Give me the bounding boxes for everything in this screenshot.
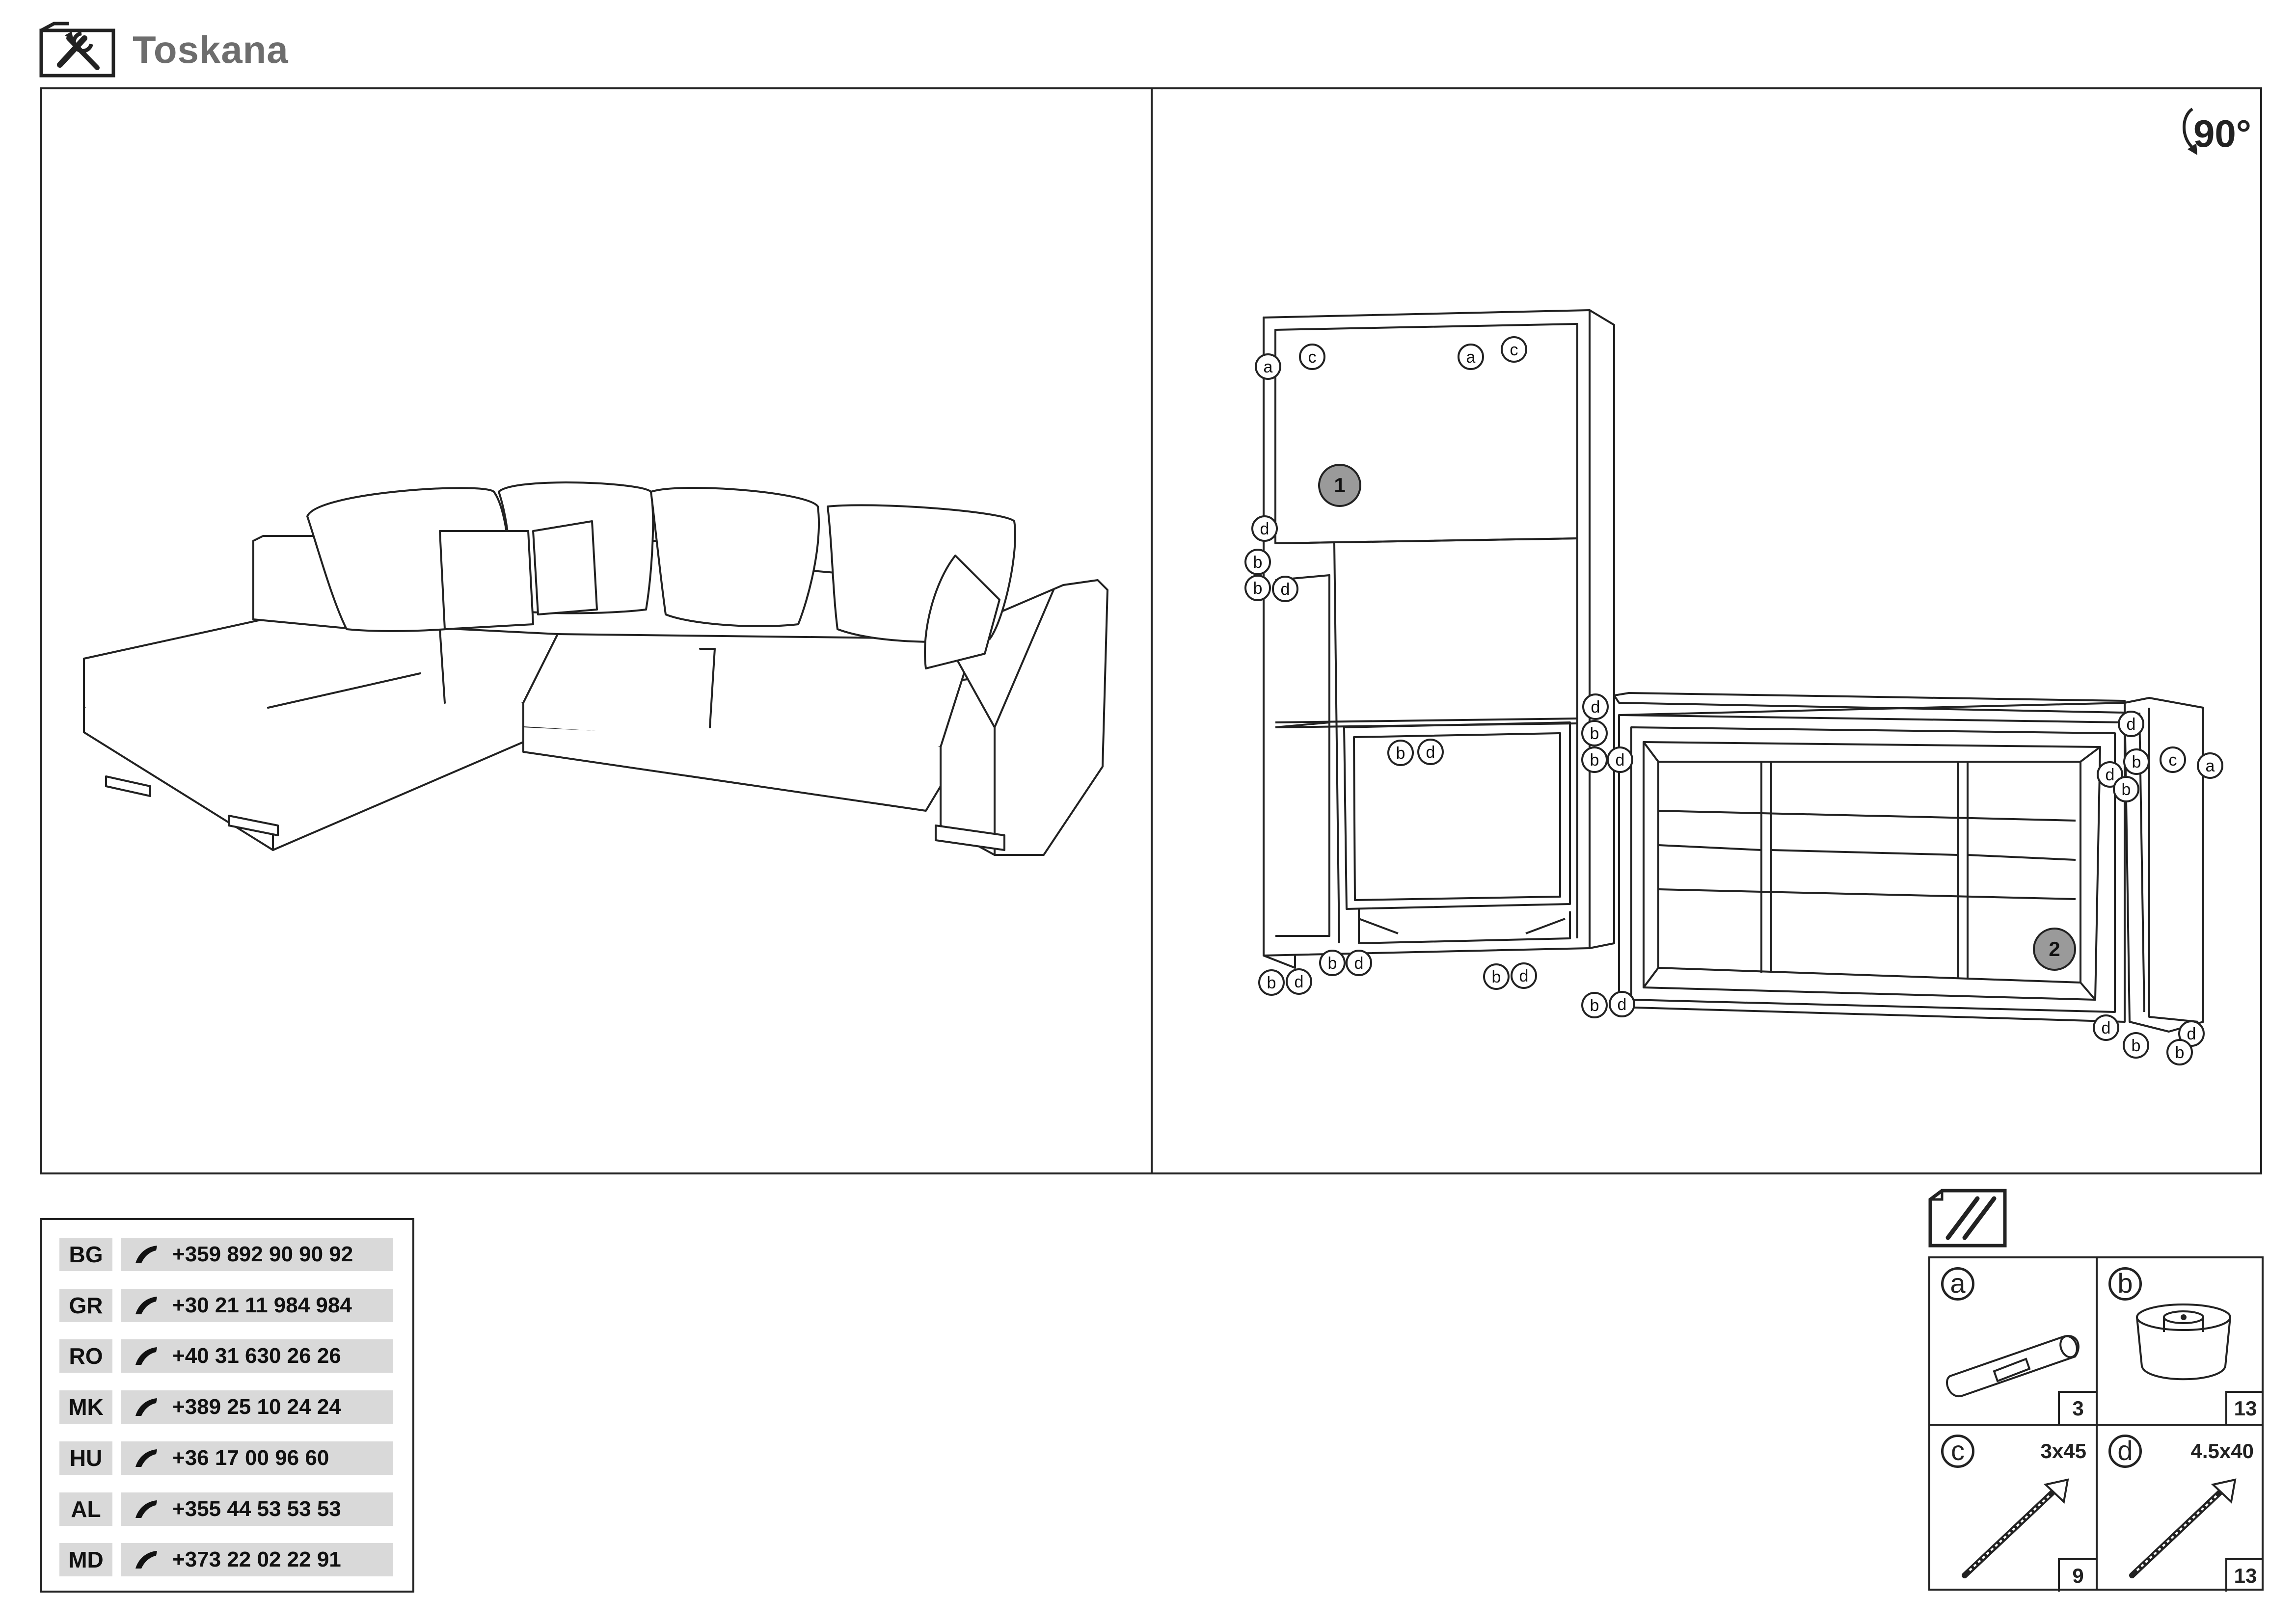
country-code: RO (59, 1339, 112, 1373)
hardware-item-d: d 4.5x40 13 (2098, 1426, 2264, 1592)
svg-text:d: d (2106, 766, 2115, 784)
hardware-item-c: c 3x45 9 (1930, 1426, 2096, 1592)
hardware-table: a 3 b 13 c 3x45 9 d 4.5x40 (1928, 1256, 2264, 1592)
assembly-panel: 90° (1151, 87, 2262, 1174)
screw-icon (1962, 1478, 2069, 1578)
hardware-letter: a (1941, 1267, 1974, 1301)
rotate-90-label: 90° (2193, 112, 2251, 155)
svg-text:d: d (1281, 580, 1290, 599)
country-code: AL (59, 1492, 112, 1526)
phone-icon (135, 1347, 157, 1365)
svg-text:c: c (2169, 751, 2177, 770)
svg-text:b: b (1590, 996, 1599, 1015)
hardware-count: 13 (2225, 1558, 2264, 1592)
hardware-count: 3 (2058, 1391, 2096, 1424)
svg-text:b: b (1267, 974, 1276, 992)
phone-icon (135, 1246, 157, 1263)
tools-icon (39, 22, 115, 78)
screw-size: 3x45 (2040, 1439, 2086, 1463)
hardware-bag-icon (1928, 1189, 2007, 1248)
svg-text:a: a (1466, 348, 1476, 367)
svg-text:d: d (2127, 715, 2136, 734)
svg-text:d: d (1260, 520, 1270, 538)
part-number-1: 1 (1334, 474, 1345, 497)
part-number-2: 2 (2049, 937, 2060, 960)
contact-table: BG +359 892 90 90 92 GR +30 21 11 984 98… (40, 1218, 414, 1593)
phone-number: +359 892 90 90 92 (121, 1238, 393, 1271)
hardware-item-b: b 13 (2098, 1258, 2264, 1424)
phone-number: +30 21 11 984 984 (121, 1289, 393, 1322)
hardware-count: 9 (2058, 1558, 2096, 1592)
svg-text:b: b (2175, 1043, 2185, 1062)
svg-text:a: a (2206, 757, 2215, 775)
svg-text:b: b (1328, 954, 1337, 973)
svg-text:d: d (1519, 967, 1529, 985)
phone-number: +36 17 00 96 60 (121, 1441, 393, 1475)
svg-text:d: d (1616, 751, 1625, 770)
phone-number: +355 44 53 53 53 (121, 1492, 393, 1526)
hardware-item-a: a 3 (1930, 1258, 2096, 1424)
phone-icon (135, 1398, 157, 1416)
svg-text:b: b (1492, 968, 1501, 986)
country-code: GR (59, 1289, 112, 1322)
svg-text:b: b (2132, 1037, 2141, 1055)
svg-text:b: b (1396, 744, 1405, 763)
svg-text:b: b (2122, 780, 2131, 799)
svg-text:b: b (1590, 724, 1599, 743)
phone-icon (135, 1449, 157, 1467)
svg-text:c: c (1510, 341, 1518, 359)
svg-text:d: d (1591, 698, 1600, 717)
connector-icon (1946, 1335, 2080, 1398)
country-code: MD (59, 1543, 112, 1576)
foot-icon (2136, 1304, 2231, 1381)
hardware-letter: c (1941, 1435, 1974, 1468)
document-title: Toskana (133, 28, 289, 71)
hardware-count: 13 (2225, 1391, 2264, 1424)
screw-icon (2129, 1478, 2237, 1578)
svg-text:d: d (2187, 1025, 2196, 1043)
phone-icon (135, 1297, 157, 1314)
phone-icon (135, 1500, 157, 1518)
phone-number: +389 25 10 24 24 (121, 1390, 393, 1424)
sofa-illustration (83, 481, 1108, 856)
svg-text:b: b (1590, 751, 1599, 770)
svg-text:a: a (1264, 358, 1273, 376)
svg-text:d: d (1426, 743, 1435, 762)
rotate-90-icon (2179, 104, 2252, 158)
svg-text:d: d (2102, 1019, 2111, 1038)
svg-text:b: b (1253, 553, 1263, 572)
country-code: HU (59, 1441, 112, 1475)
sofa-panel (40, 87, 1153, 1174)
svg-text:b: b (2132, 753, 2141, 772)
screw-size: 4.5x40 (2190, 1439, 2254, 1463)
country-code: MK (59, 1390, 112, 1424)
phone-icon (135, 1551, 157, 1569)
country-code: BG (59, 1238, 112, 1271)
svg-text:b: b (1253, 579, 1263, 598)
phone-number: +373 22 02 22 91 (121, 1543, 393, 1576)
svg-text:c: c (1308, 348, 1317, 367)
hardware-letter: d (2108, 1435, 2142, 1468)
svg-text:d: d (1354, 954, 1364, 973)
hardware-letter: b (2108, 1267, 2142, 1301)
svg-text:d: d (1295, 973, 1304, 991)
svg-text:d: d (1618, 995, 1627, 1014)
phone-number: +40 31 630 26 26 (121, 1339, 393, 1373)
